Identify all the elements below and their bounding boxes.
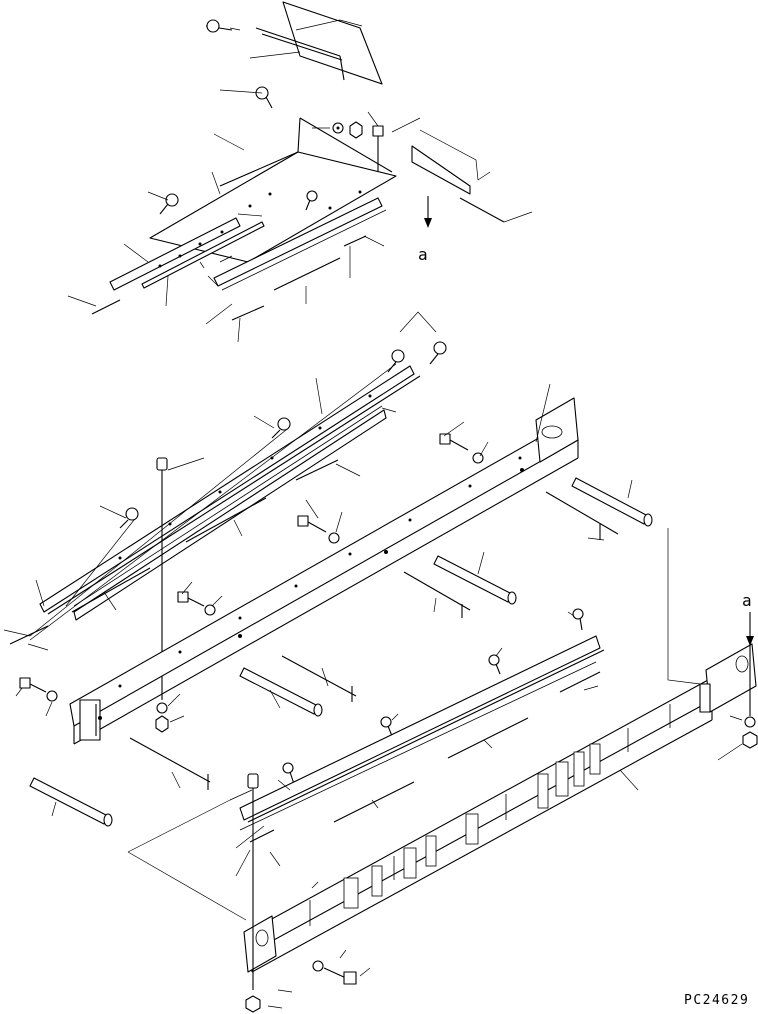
cross-tube-3 bbox=[239, 655, 357, 717]
washer-icon bbox=[312, 960, 324, 972]
main-frame: a bbox=[15, 383, 758, 1013]
upper-bracket bbox=[411, 145, 471, 195]
strip bbox=[231, 305, 265, 321]
angle-rail-upper bbox=[39, 365, 415, 613]
strip bbox=[447, 717, 529, 759]
bolt-icon bbox=[205, 19, 241, 33]
strip bbox=[333, 781, 415, 823]
bolt-icon bbox=[488, 654, 501, 675]
side-rail-inner bbox=[141, 221, 265, 289]
bolt-icon bbox=[305, 190, 318, 211]
bolt-icon bbox=[19, 677, 58, 702]
upper-cover-assembly: a bbox=[67, 1, 533, 343]
drawing-code: PC24629 bbox=[684, 993, 749, 1008]
view-arrow-icon bbox=[746, 636, 754, 646]
washer-icon bbox=[204, 604, 216, 616]
long-bolt-icon bbox=[247, 773, 259, 990]
bolt-icon bbox=[271, 417, 291, 439]
front-angle-rail bbox=[239, 635, 601, 821]
bolt-icon bbox=[297, 515, 340, 544]
bolt-icon bbox=[429, 341, 447, 365]
bolt-icon bbox=[323, 967, 357, 985]
cross-tube-2 bbox=[403, 555, 517, 618]
washer-icon bbox=[328, 532, 340, 544]
front-beam bbox=[247, 679, 713, 953]
view-marker-right: a bbox=[742, 591, 752, 610]
bolt-icon bbox=[177, 591, 216, 616]
strip bbox=[249, 829, 275, 843]
angle-rail-lower bbox=[73, 409, 387, 621]
bolt-icon bbox=[159, 193, 179, 215]
nut-icon bbox=[742, 731, 758, 749]
long-rail bbox=[213, 197, 383, 287]
strip bbox=[295, 459, 339, 481]
bolt-icon bbox=[387, 349, 405, 373]
nut-icon bbox=[245, 995, 261, 1013]
washer-icon bbox=[472, 452, 484, 464]
strip bbox=[343, 235, 367, 247]
nut-icon bbox=[155, 715, 169, 733]
washer-icon bbox=[156, 702, 168, 714]
pin bbox=[9, 625, 49, 645]
strip bbox=[273, 257, 341, 291]
side-rail-left bbox=[109, 217, 241, 291]
bolt-icon bbox=[282, 762, 295, 785]
cross-tube-4 bbox=[29, 737, 211, 827]
side-rail-assembly bbox=[3, 311, 447, 700]
strip bbox=[71, 567, 151, 613]
bolt-icon bbox=[119, 507, 139, 529]
view-arrow-icon bbox=[424, 218, 432, 228]
beam-ribs bbox=[309, 704, 671, 926]
bolt-icon bbox=[439, 433, 484, 464]
washer-icon bbox=[46, 690, 58, 702]
nut-icon bbox=[349, 121, 363, 139]
strip bbox=[185, 497, 267, 543]
view-marker-upper: a bbox=[418, 245, 428, 264]
bolt-icon bbox=[572, 608, 584, 631]
cross-tube-1 bbox=[545, 477, 653, 540]
strip bbox=[559, 671, 601, 693]
front-end-plate-right bbox=[705, 643, 757, 713]
bolt-icon bbox=[255, 86, 273, 109]
top-cover-plate bbox=[282, 1, 383, 85]
bolt-icon bbox=[380, 716, 393, 737]
pin bbox=[91, 299, 121, 315]
washer-icon bbox=[744, 716, 756, 728]
